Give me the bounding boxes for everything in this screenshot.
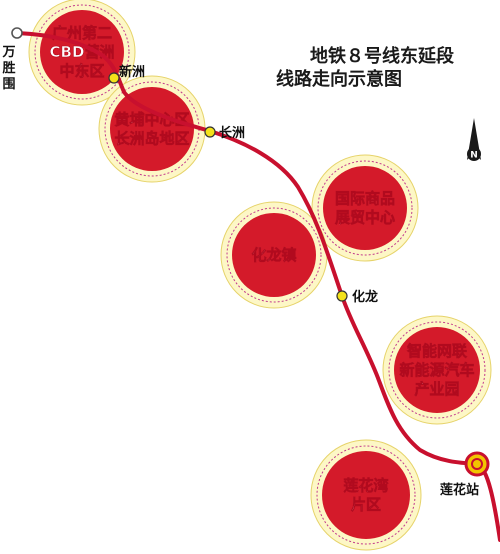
zone-label-line: 化龙镇 xyxy=(251,246,296,264)
zone-lianhua-bay-disc xyxy=(322,451,410,539)
zone-hualong-town-disc xyxy=(232,213,316,297)
zone-label-line: 中东区 xyxy=(59,62,104,80)
north-arrow-badge xyxy=(467,147,481,161)
station-changzhou[interactable]: 长洲 xyxy=(204,125,245,141)
zone-lianhua-bay-label: 莲花湾片区 xyxy=(343,477,388,514)
station-lianhua-terminal-marker xyxy=(464,451,490,477)
zone-huangpu-label: 黄埔中心区长洲岛地区 xyxy=(114,111,189,148)
zone-hualong-town-label: 化龙镇 xyxy=(251,246,296,264)
zone-hualong-town-dash-ring xyxy=(226,207,322,303)
zone-lianhua-bay-dash-ring xyxy=(316,445,416,545)
north-arrow-letter: N xyxy=(470,151,478,161)
station-xinzhou-marker xyxy=(108,72,120,84)
zone-label-line: 莲花湾 xyxy=(343,477,388,495)
zone-expo-disc xyxy=(323,166,407,250)
zone-expo[interactable]: 国际商品展贸中心 xyxy=(311,154,419,262)
zone-huangpu-disc xyxy=(110,87,194,171)
map-title-line2: 线路走向示意图 xyxy=(276,68,402,90)
zone-lianhua-bay[interactable]: 莲花湾片区 xyxy=(310,439,422,551)
station-label-line: 围 xyxy=(2,77,15,92)
station-xinzhou[interactable]: 新洲 xyxy=(108,64,145,84)
zone-label-line: 产业园 xyxy=(414,380,459,398)
zone-smart-vehicle-label: 智能网联新能源汽车产业园 xyxy=(399,342,474,398)
station-hualong-label: 化龙 xyxy=(352,289,378,305)
zone-label-line: 展贸中心 xyxy=(335,209,395,227)
zone-huangpu[interactable]: 黄埔中心区长洲岛地区 xyxy=(98,75,206,183)
map-title: 地铁８号线东延段 线路走向示意图 xyxy=(276,45,455,90)
station-changzhou-label: 长洲 xyxy=(219,125,245,141)
station-wanshengwei[interactable]: 万胜围 xyxy=(1,27,23,92)
zone-label-line: 新能源汽车 xyxy=(399,361,474,379)
station-lianhua[interactable]: 莲花站 xyxy=(440,451,490,498)
map-title-line1: 地铁８号线东延段 xyxy=(310,45,455,67)
zone-cbd-disc xyxy=(40,10,124,94)
metro-logo-icon xyxy=(471,458,483,470)
station-lianhua-label: 莲花站 xyxy=(440,482,479,498)
north-arrow-icon: N xyxy=(467,118,481,161)
station-hualong-marker xyxy=(336,290,348,302)
zone-smart-vehicle-dash-ring xyxy=(388,321,486,419)
station-label-line: 胜 xyxy=(2,61,15,76)
station-wanshengwei-label: 万胜围 xyxy=(1,45,15,92)
zone-hualong-town[interactable]: 化龙镇 xyxy=(220,201,328,309)
station-label-line: 万 xyxy=(1,45,15,60)
zone-cbd-dash-ring xyxy=(34,4,130,100)
zone-label-line: 长洲岛地区 xyxy=(114,130,189,148)
zone-label-line: 广州第二 xyxy=(52,24,112,42)
station-changzhou-marker xyxy=(204,126,216,138)
zone-label-line: CBD营洲 xyxy=(50,43,115,61)
zone-expo-dash-ring xyxy=(317,160,413,256)
zone-smart-vehicle[interactable]: 智能网联新能源汽车产业园 xyxy=(382,315,492,425)
zone-smart-vehicle-disc xyxy=(394,327,480,413)
zone-label-line: 黄埔中心区 xyxy=(114,111,189,129)
zone-expo-label: 国际商品展贸中心 xyxy=(335,190,395,227)
zone-label-line: 片区 xyxy=(351,496,381,514)
station-wanshengwei-marker xyxy=(11,27,23,39)
station-hualong[interactable]: 化龙 xyxy=(336,289,378,305)
zone-label-line: 智能网联 xyxy=(407,342,468,360)
zone-label-line: 国际商品 xyxy=(335,190,395,208)
station-xinzhou-label: 新洲 xyxy=(119,64,145,80)
